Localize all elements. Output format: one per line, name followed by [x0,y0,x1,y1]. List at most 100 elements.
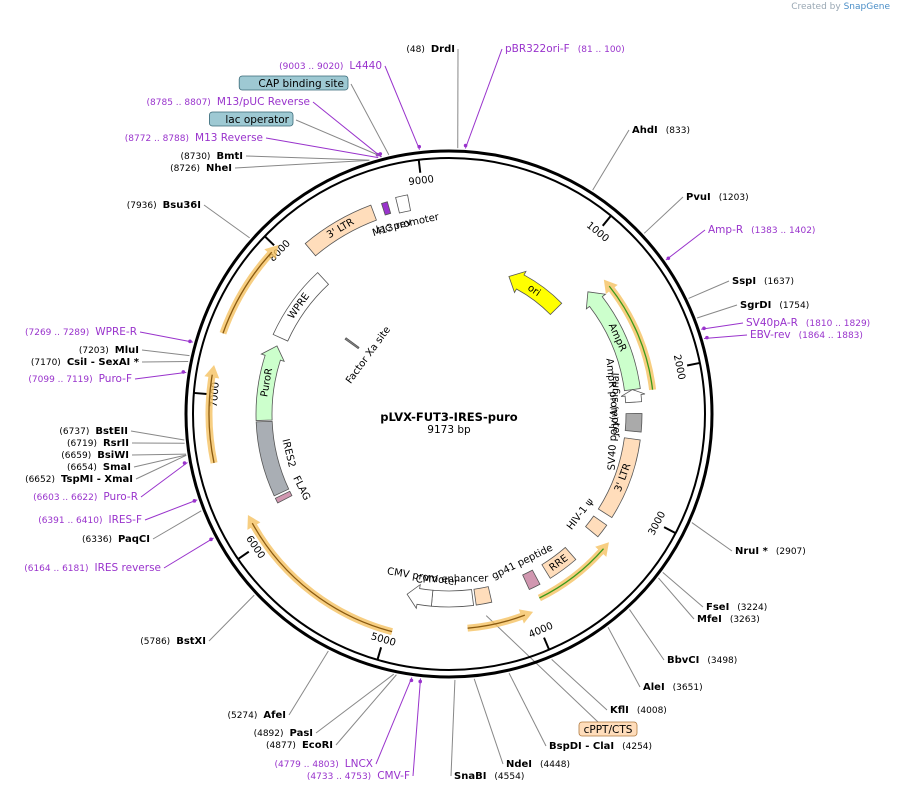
puror-feature [255,345,285,421]
leader-line [464,48,503,149]
site-pos: (6737) [59,427,89,437]
site-name: SV40pA-R [746,317,798,329]
site-pos: (3498) [707,656,737,666]
site-pos: (6719) [67,439,97,449]
pvui-site-label: PvuI(1203) [686,192,749,203]
orf-line [539,548,605,599]
leader-line [265,137,379,159]
tick-label: 4000 [527,621,555,641]
primer-mark [705,335,709,340]
site-pos: (7936) [127,201,157,211]
fsei-site-label: FseI(3224) [706,602,767,613]
site-pos: (4892) [254,729,284,739]
leader-line [643,196,684,234]
leader-line [141,360,189,363]
site-name: BbvCI [667,655,699,666]
drdi-site-label: (48)DrdI [406,44,455,55]
site-pos: (6654) [67,463,97,473]
tick-mark [543,637,551,651]
site-name: FseI [706,602,729,613]
site-name: AhdI [632,125,658,136]
primer-mark [182,461,187,465]
plasmid-name: pLVX-FUT3-IRES-puro [380,410,518,424]
alei-site-label: AleI(3651) [643,682,703,693]
site-pos: (4779 .. 4803) [274,760,338,770]
label-box [578,721,638,737]
site-pos: (6336) [82,535,112,545]
site-name: BsiWI [97,450,129,461]
site-name: MfeI [697,614,722,625]
bsu36i-site-label: (7936)Bsu36I [127,200,201,211]
primer-mark [666,256,671,261]
site-pos: (1864 .. 1883) [799,331,863,341]
site-pos: (4877) [266,741,296,751]
bbvci-site-label: BbvCI (3498) [667,655,737,666]
site-pos: (6652) [25,475,55,485]
site-name: pBR322ori-F [505,43,570,55]
site-name: CsiI - SexAI * [67,357,140,368]
tick-label: 1000 [584,220,611,245]
3-ltr-left-feature [304,204,377,257]
leader-line [662,571,704,608]
ires2-feature [255,420,290,497]
leader-line [508,672,547,747]
ori-feature [508,270,563,316]
site-name: NdeI [506,759,532,770]
snabi-site-label: SnaBI(4554) [454,771,524,782]
leader-line [704,334,748,339]
site-name: Puro-F [99,373,132,385]
tick-label: 9000 [408,174,435,188]
site-pos: (6659) [61,451,91,461]
ahdi-site-label: AhdI (833) [632,125,690,136]
site-pos: (2907) [776,547,806,557]
lac-promoter-feature [395,194,411,214]
label-text: CAP binding site [258,78,344,90]
site-name: BstXI [176,636,206,647]
leader-line [144,499,198,521]
sgrdi-site-label: SgrDI(1754) [740,300,809,311]
leader-line [140,462,188,498]
site-pos: (8730) [181,152,211,162]
site-name: SgrDI [740,300,771,311]
primer-mark [209,537,213,542]
wpre-feature [272,272,330,342]
tick-mark [601,215,612,227]
ebv-rev-site-label: EBV-rev(1864 .. 1883) [750,329,863,341]
amp-r-site-label: Amp-R(1383 .. 1402) [708,224,815,236]
bsiwi-site-label: (6659) BsiWI [61,450,129,461]
leader-line [295,119,382,158]
leader-line [163,537,214,569]
leader-line [245,155,370,161]
primer-mark [418,679,423,684]
leader-line [134,371,187,380]
m13-puc-reverse-site-label: (8785 .. 8807)M13/pUC Reverse [147,96,310,108]
site-name: EcoRI [302,740,333,751]
site-pos: (1637) [764,277,794,287]
tick-label: 5000 [369,631,397,649]
site-name: PaqCI [118,534,150,545]
site-name: PasI [290,728,313,739]
site-name: BstEII [95,426,128,437]
leader-line [665,229,706,261]
site-pos: (6164 .. 6181) [24,564,88,574]
site-pos: (5786) [140,637,170,647]
site-name: KflI [610,705,629,716]
orf-line [222,251,273,334]
gp41-peptide-feature [522,569,541,591]
site-pos: (3263) [730,615,760,625]
sv40-poly-a-signal-feature [624,413,643,433]
site-name: IRES reverse [95,562,162,574]
puro-f-site-label: (7099 .. 7119)Puro-F [28,373,132,385]
leader-line [691,522,733,552]
orf-highlight [247,515,393,636]
cmv-enhancer-label: CMV enhancer [416,573,490,585]
site-pos: (8726) [170,164,200,174]
site-pos: (4254) [622,742,652,752]
primer-mark [417,144,422,149]
site-name: NruI * [735,546,769,557]
site-name: MluI [115,345,139,356]
label-box [208,111,294,127]
site-pos: (833) [666,126,690,136]
site-name: PvuI [686,192,711,203]
